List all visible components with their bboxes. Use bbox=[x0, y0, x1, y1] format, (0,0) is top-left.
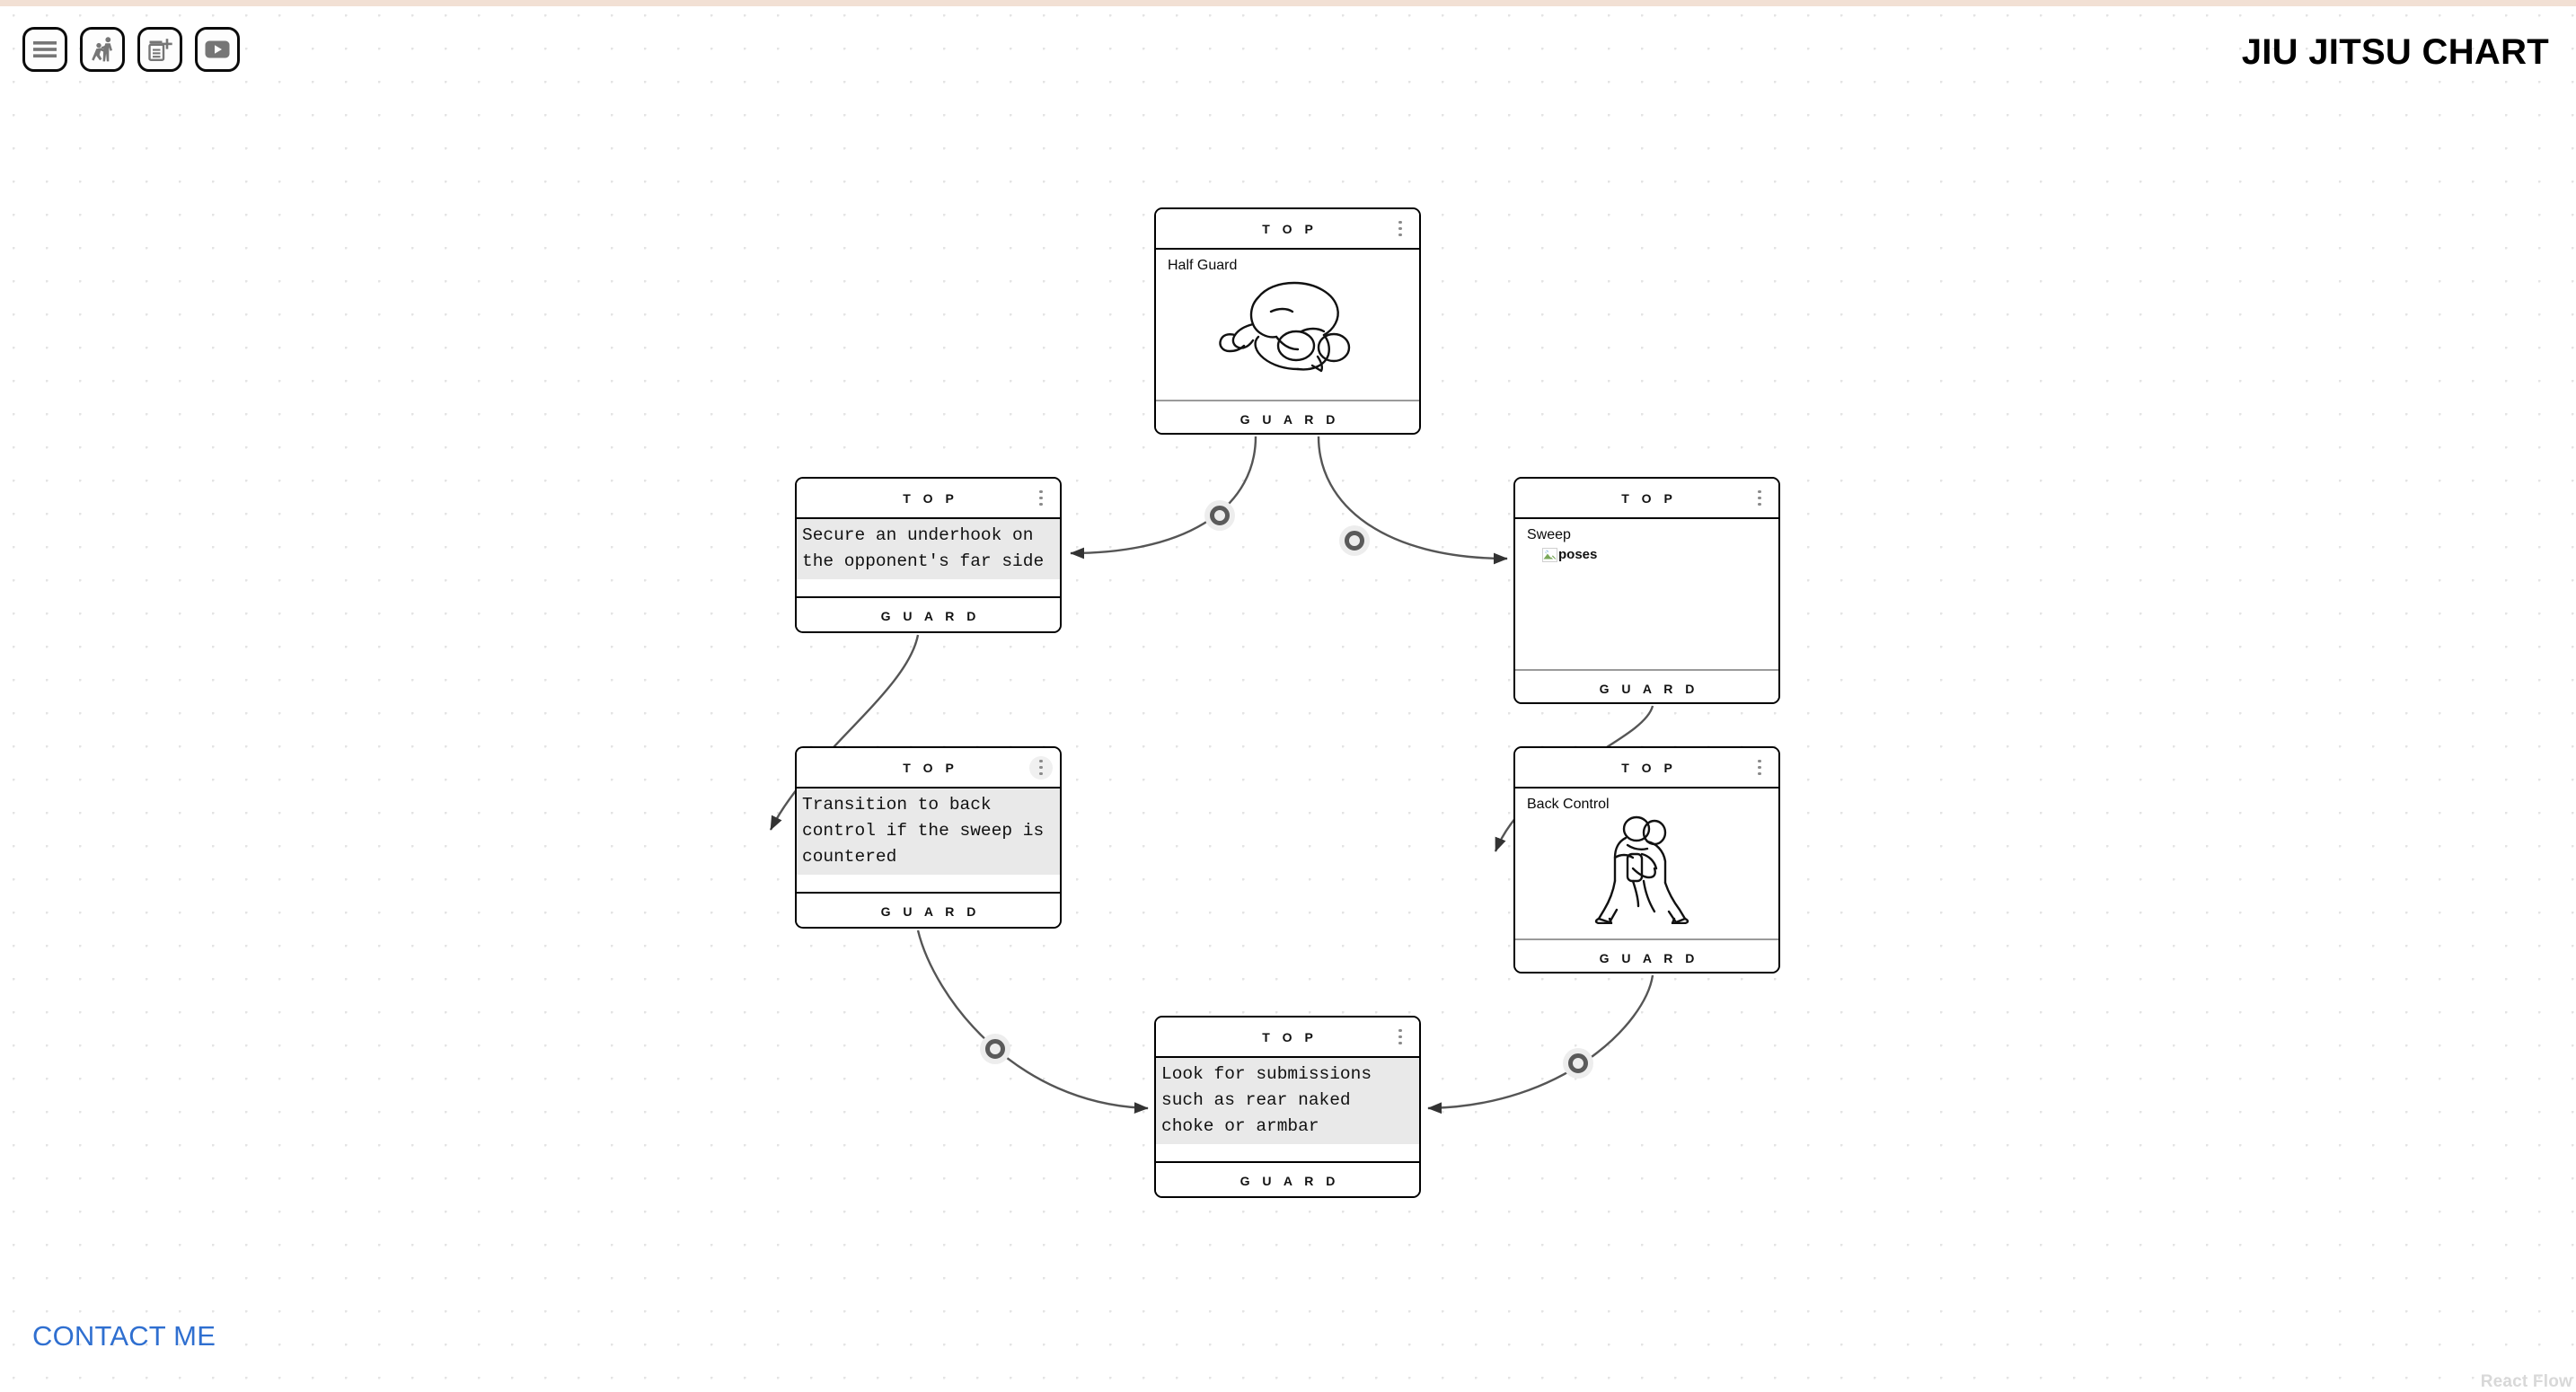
techniques-button[interactable] bbox=[80, 27, 125, 72]
node-header-label: T O P bbox=[1621, 760, 1677, 775]
add-note-button[interactable] bbox=[137, 27, 182, 72]
contact-me-link[interactable]: CONTACT ME bbox=[32, 1320, 216, 1352]
node-header: T O P bbox=[1515, 748, 1778, 789]
node-footer-label: G U A R D bbox=[1239, 412, 1340, 427]
node-title: Half Guard bbox=[1168, 258, 1238, 273]
node-secure-underhook[interactable]: T O P Secure an underhook on the opponen… bbox=[795, 477, 1062, 633]
node-header-label: T O P bbox=[903, 490, 958, 506]
node-body: Transition to back control if the sweep … bbox=[797, 789, 1060, 892]
node-footer: G U A R D bbox=[1156, 400, 1419, 433]
edge-halfguard-to-underhook bbox=[1070, 436, 1257, 559]
top-accent-strip bbox=[0, 0, 2576, 6]
node-look-for-submissions[interactable]: T O P Look for submissions such as rear … bbox=[1154, 1016, 1421, 1198]
node-footer-label: G U A R D bbox=[880, 904, 981, 919]
node-body: Half Guard bbox=[1156, 250, 1419, 400]
node-footer-label: G U A R D bbox=[1239, 1174, 1340, 1188]
node-menu-button[interactable] bbox=[1748, 756, 1771, 780]
broken-image-icon bbox=[1542, 547, 1557, 562]
node-body: Look for submissions such as rear naked … bbox=[1156, 1058, 1419, 1161]
grappling-figures-icon bbox=[88, 35, 117, 64]
menu-button[interactable] bbox=[22, 27, 67, 72]
node-footer: G U A R D bbox=[1156, 1161, 1419, 1196]
node-header-label: T O P bbox=[903, 760, 958, 775]
node-header-label: T O P bbox=[1262, 221, 1318, 236]
node-footer: G U A R D bbox=[1515, 938, 1778, 972]
node-header: T O P bbox=[1156, 1018, 1419, 1058]
broken-image-alt-text: poses bbox=[1558, 547, 1598, 562]
node-text: Transition to back control if the sweep … bbox=[797, 789, 1060, 875]
node-menu-button[interactable] bbox=[1389, 1026, 1412, 1049]
react-flow-attribution[interactable]: React Flow bbox=[2480, 1372, 2572, 1391]
node-header: T O P bbox=[797, 479, 1060, 519]
node-footer: G U A R D bbox=[1515, 669, 1778, 702]
add-document-icon bbox=[146, 36, 173, 63]
node-header-label: T O P bbox=[1621, 490, 1677, 506]
hamburger-menu-icon bbox=[31, 40, 58, 59]
broken-image-placeholder: poses bbox=[1542, 547, 1597, 562]
edge-backcontrol-to-submissions bbox=[1427, 974, 1654, 1114]
node-menu-button[interactable] bbox=[1748, 487, 1771, 510]
edge-halfguard-to-sweep bbox=[1317, 436, 1508, 565]
node-footer-label: G U A R D bbox=[1599, 951, 1699, 965]
node-menu-button[interactable] bbox=[1029, 487, 1053, 510]
play-video-button[interactable] bbox=[195, 27, 240, 72]
node-text: Look for submissions such as rear naked … bbox=[1156, 1058, 1419, 1144]
node-title: Sweep bbox=[1527, 527, 1571, 542]
node-menu-button[interactable] bbox=[1029, 755, 1053, 780]
node-transition-back-control[interactable]: T O P Transition to back control if the … bbox=[795, 746, 1062, 929]
node-body: Secure an underhook on the opponent's fa… bbox=[797, 519, 1060, 596]
node-back-control[interactable]: T O P Back Control bbox=[1513, 746, 1780, 974]
node-text: Secure an underhook on the opponent's fa… bbox=[797, 519, 1060, 579]
play-video-icon bbox=[204, 40, 231, 59]
node-title: Back Control bbox=[1527, 797, 1610, 812]
node-body: Sweep poses bbox=[1515, 519, 1778, 669]
page-title: JIU JITSU CHART bbox=[2241, 32, 2549, 72]
node-footer-label: G U A R D bbox=[1599, 682, 1699, 696]
node-header: T O P bbox=[1156, 209, 1419, 250]
back-control-illustration bbox=[1515, 813, 1778, 924]
node-footer: G U A R D bbox=[797, 596, 1060, 631]
node-header: T O P bbox=[797, 748, 1060, 789]
node-footer: G U A R D bbox=[797, 892, 1060, 927]
node-footer-label: G U A R D bbox=[880, 609, 981, 623]
toolbar bbox=[22, 27, 240, 72]
node-body: Back Control bbox=[1515, 789, 1778, 938]
node-half-guard[interactable]: T O P Half Guard bbox=[1154, 207, 1421, 435]
node-sweep[interactable]: T O P Sweep poses G U A R D bbox=[1513, 477, 1780, 704]
node-header-label: T O P bbox=[1262, 1029, 1318, 1044]
half-guard-illustration bbox=[1156, 274, 1419, 379]
node-header: T O P bbox=[1515, 479, 1778, 519]
node-menu-button[interactable] bbox=[1389, 217, 1412, 241]
edge-transition-to-submissions bbox=[916, 929, 1149, 1114]
